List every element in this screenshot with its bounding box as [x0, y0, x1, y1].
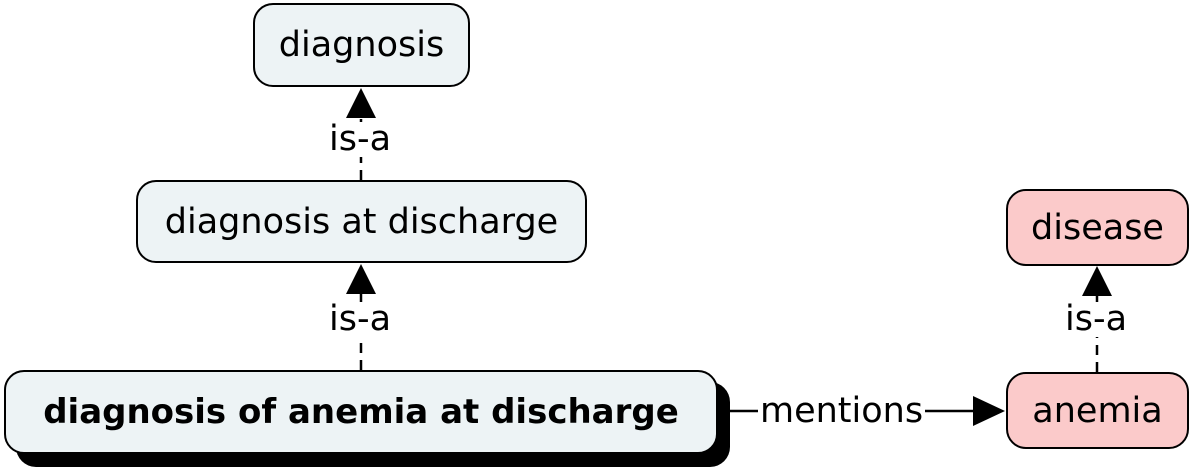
edge-label-mentions: mentions [758, 391, 926, 431]
edge-label-is-a-top: is-a [327, 119, 394, 159]
node-disease[interactable]: disease [1006, 189, 1189, 266]
node-label: diagnosis of anemia at discharge [43, 392, 679, 432]
node-diagnosis-of-anemia-at-discharge[interactable]: diagnosis of anemia at discharge [4, 370, 718, 454]
node-label: disease [1031, 207, 1164, 248]
arrowhead-right-icon [973, 396, 1005, 426]
node-label: diagnosis [278, 25, 445, 65]
arrowhead-up-icon [1082, 266, 1112, 296]
node-anemia[interactable]: anemia [1006, 372, 1189, 449]
node-diagnosis-at-discharge[interactable]: diagnosis at discharge [136, 180, 587, 263]
arrowhead-up-icon [346, 264, 376, 294]
node-label: anemia [1032, 390, 1163, 431]
edge-label-is-a-middle: is-a [327, 299, 394, 339]
arrowhead-up-icon [346, 88, 376, 118]
node-diagnosis[interactable]: diagnosis [253, 3, 470, 87]
node-label: diagnosis at discharge [164, 201, 559, 242]
edge-label-is-a-right: is-a [1063, 299, 1130, 339]
